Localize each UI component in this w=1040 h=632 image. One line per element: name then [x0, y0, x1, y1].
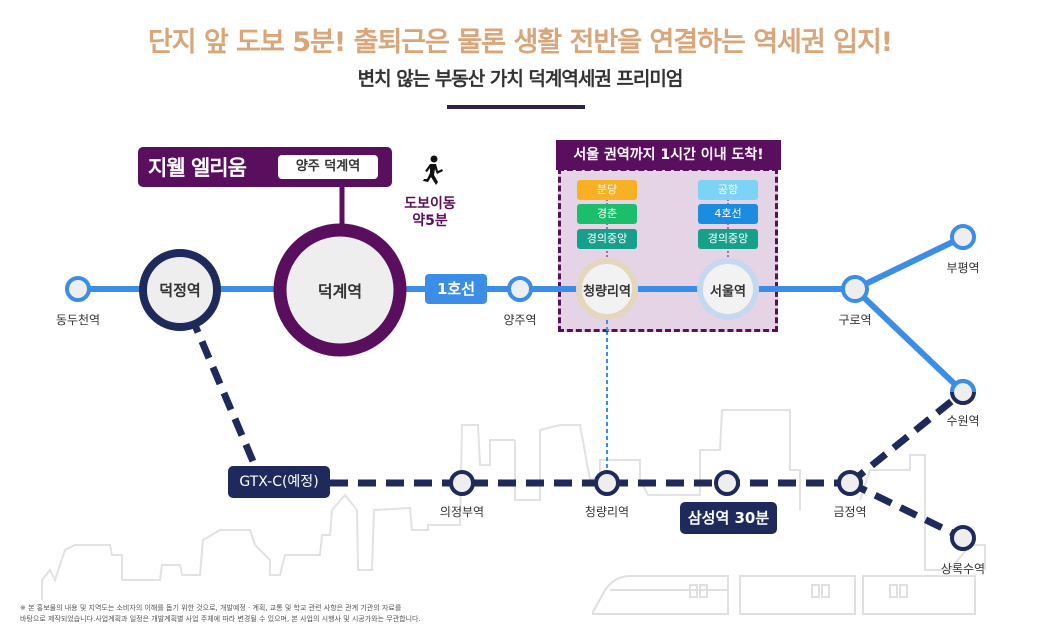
- tag-gyeongui-jungang: 경의중앙: [577, 229, 637, 249]
- skyline-illustration: [41, 409, 986, 600]
- station-sangnoksu-label: 상록수역: [940, 562, 986, 576]
- station-samsung: [714, 470, 740, 496]
- walk-time-text: 도보이동 약5분: [390, 196, 470, 230]
- headline: 단지 앞 도보 5분! 출퇴근은 물론 생활 전반을 연결하는 역세권 입지!: [147, 27, 893, 58]
- skyline-middle: [514, 409, 801, 510]
- station-deokgye: [273, 223, 407, 357]
- station-dongducheon: [65, 276, 91, 302]
- skyline-left: [41, 424, 515, 600]
- skyline-right: [859, 454, 986, 571]
- tag-bundang: 분당: [577, 180, 637, 200]
- seoul-area-header: 서울 권역까지 1시간 이내 도착!: [556, 140, 781, 170]
- brand-name: 지웰 엘리움: [148, 156, 247, 180]
- station-cheongnyangni-label: 청량리역: [583, 284, 631, 300]
- station-uijeongbu-label: 의정부역: [439, 505, 485, 519]
- gtx-c-badge: GTX-C(예정): [228, 466, 330, 498]
- title-divider: [447, 105, 585, 109]
- station-geumjeong-label: 금정역: [833, 505, 867, 519]
- line1-suwon: [852, 286, 966, 395]
- station-cheongnyangni: [576, 258, 638, 320]
- disclaimer-line1: ※ 본 홍보물의 내용 및 지역도는 소비자의 이해를 돕기 위한 것으로, 개…: [20, 604, 402, 612]
- tag-line4: 4호선: [698, 204, 758, 224]
- brand-location-tag: 양주 덕계역: [278, 155, 378, 179]
- gtx-segment-suwon: [847, 389, 966, 486]
- gtx-segment-sangnoksu: [848, 479, 965, 542]
- disclaimer-line2: 바탕으로 제작되었습니다.사업계획과 일정은 개발계획별 사업 주체에 따라 변…: [20, 615, 421, 623]
- station-guro-label: 구로역: [838, 313, 872, 327]
- subheadline: 변치 않는 부동산 가치 덕계역세권 프리미엄: [357, 68, 684, 90]
- station-deokjeong: [139, 249, 221, 331]
- station-bupyeong-label: 부평역: [946, 261, 980, 275]
- train-illustration: [592, 575, 976, 615]
- station-deokjeong-label: 덕정역: [159, 281, 201, 300]
- line1-bupyeong: [853, 234, 965, 292]
- station-cheongnyangni-gtx-label: 청량리역: [584, 505, 630, 519]
- station-seoul-label: 서울역: [710, 284, 746, 300]
- station-seoul: [697, 258, 759, 320]
- station-geumjeong: [837, 470, 863, 496]
- station-guro: [841, 275, 869, 303]
- station-cheongnyangni-gtx: [594, 470, 620, 496]
- station-suwon-label: 수원역: [946, 414, 980, 428]
- station-deokgye-label: 덕계역: [317, 282, 363, 301]
- walk-line2: 약5분: [412, 213, 448, 229]
- station-uijeongbu: [449, 470, 475, 496]
- station-dongducheon-label: 동두천역: [55, 313, 101, 327]
- tag-gyeongchun: 경춘: [577, 204, 637, 224]
- line1-badge: 1호선: [425, 274, 487, 304]
- station-suwon-line1-half: [950, 379, 976, 393]
- samsung-time-badge: 삼성역 30분: [680, 502, 777, 534]
- walking-person-icon: [423, 155, 443, 185]
- walk-line1: 도보이동: [404, 196, 456, 212]
- station-yangju-label: 양주역: [503, 313, 537, 327]
- station-sangnoksu: [950, 525, 976, 551]
- tag-gyeongui-jungang-seoul: 경의중앙: [698, 229, 758, 249]
- station-bupyeong: [950, 224, 976, 250]
- tag-airport: 공항: [698, 180, 758, 200]
- disclaimer: ※ 본 홍보물의 내용 및 지역도는 소비자의 이해를 돕기 위한 것으로, 개…: [20, 603, 421, 625]
- station-yangju: [507, 276, 533, 302]
